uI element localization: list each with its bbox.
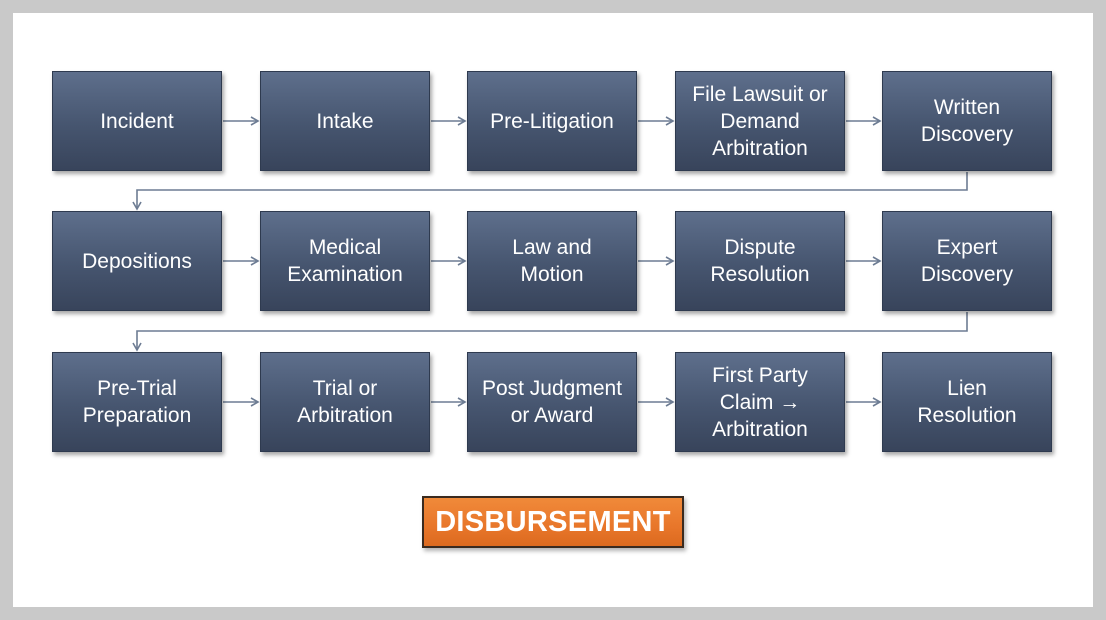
step-law-and-motion: Law and Motion <box>467 211 637 311</box>
step-medical-examination: Medical Examination <box>260 211 430 311</box>
step-lien-resolution: Lien Resolution <box>882 352 1052 452</box>
step-intake: Intake <box>260 71 430 171</box>
step-incident: Incident <box>52 71 222 171</box>
step-dispute-resolution: Dispute Resolution <box>675 211 845 311</box>
step-file-lawsuit-or-demand-arbitration: File Lawsuit or Demand Arbitration <box>675 71 845 171</box>
step-first-party-claim-arbitration: First Party Claim → Arbitration <box>675 352 845 452</box>
step-pre-litigation: Pre-Litigation <box>467 71 637 171</box>
step-trial-or-arbitration: Trial or Arbitration <box>260 352 430 452</box>
step-post-judgment-or-award: Post Judgment or Award <box>467 352 637 452</box>
step-disbursement: DISBURSEMENT <box>422 496 684 548</box>
step-written-discovery: Written Discovery <box>882 71 1052 171</box>
step-depositions: Depositions <box>52 211 222 311</box>
step-pre-trial-preparation: Pre-Trial Preparation <box>52 352 222 452</box>
step-expert-discovery: Expert Discovery <box>882 211 1052 311</box>
